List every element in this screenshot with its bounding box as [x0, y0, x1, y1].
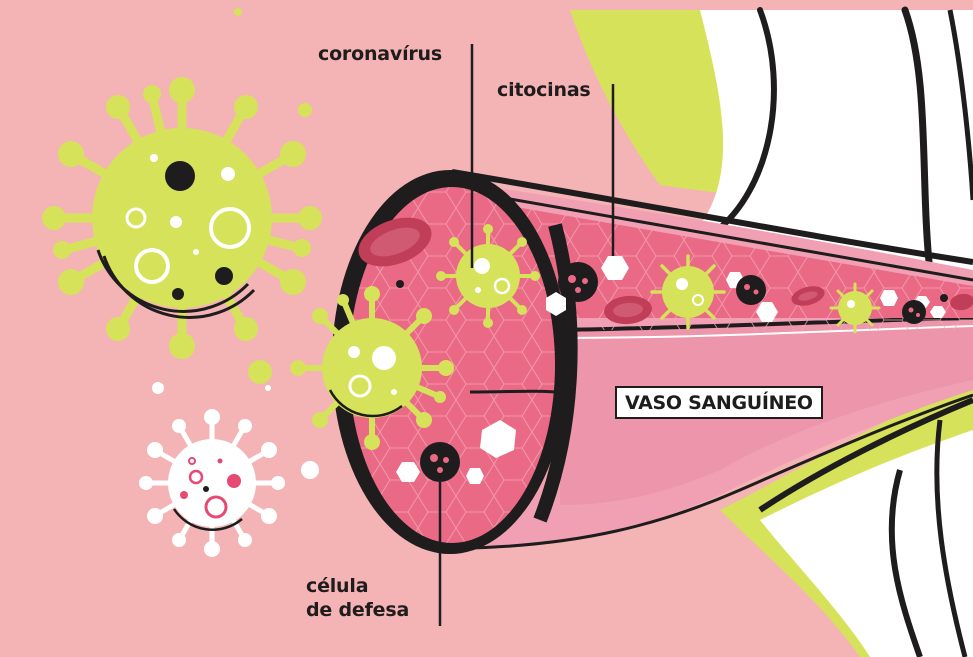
coronavirus-in-vessel [436, 224, 540, 328]
coronavirus-tiny [831, 284, 879, 332]
label-coronavirus: coronavírus [318, 42, 442, 66]
coronavirus-medium [290, 286, 454, 450]
label-celula-line1: célula [306, 574, 409, 598]
label-vaso-sanguineo: VASO SANGUÍNEO [615, 386, 823, 419]
label-celula-de-defesa: célula de defesa [306, 574, 409, 622]
coronavirus-small [652, 256, 724, 328]
label-citocinas: citocinas [497, 78, 591, 102]
label-celula-line2: de defesa [306, 598, 409, 622]
